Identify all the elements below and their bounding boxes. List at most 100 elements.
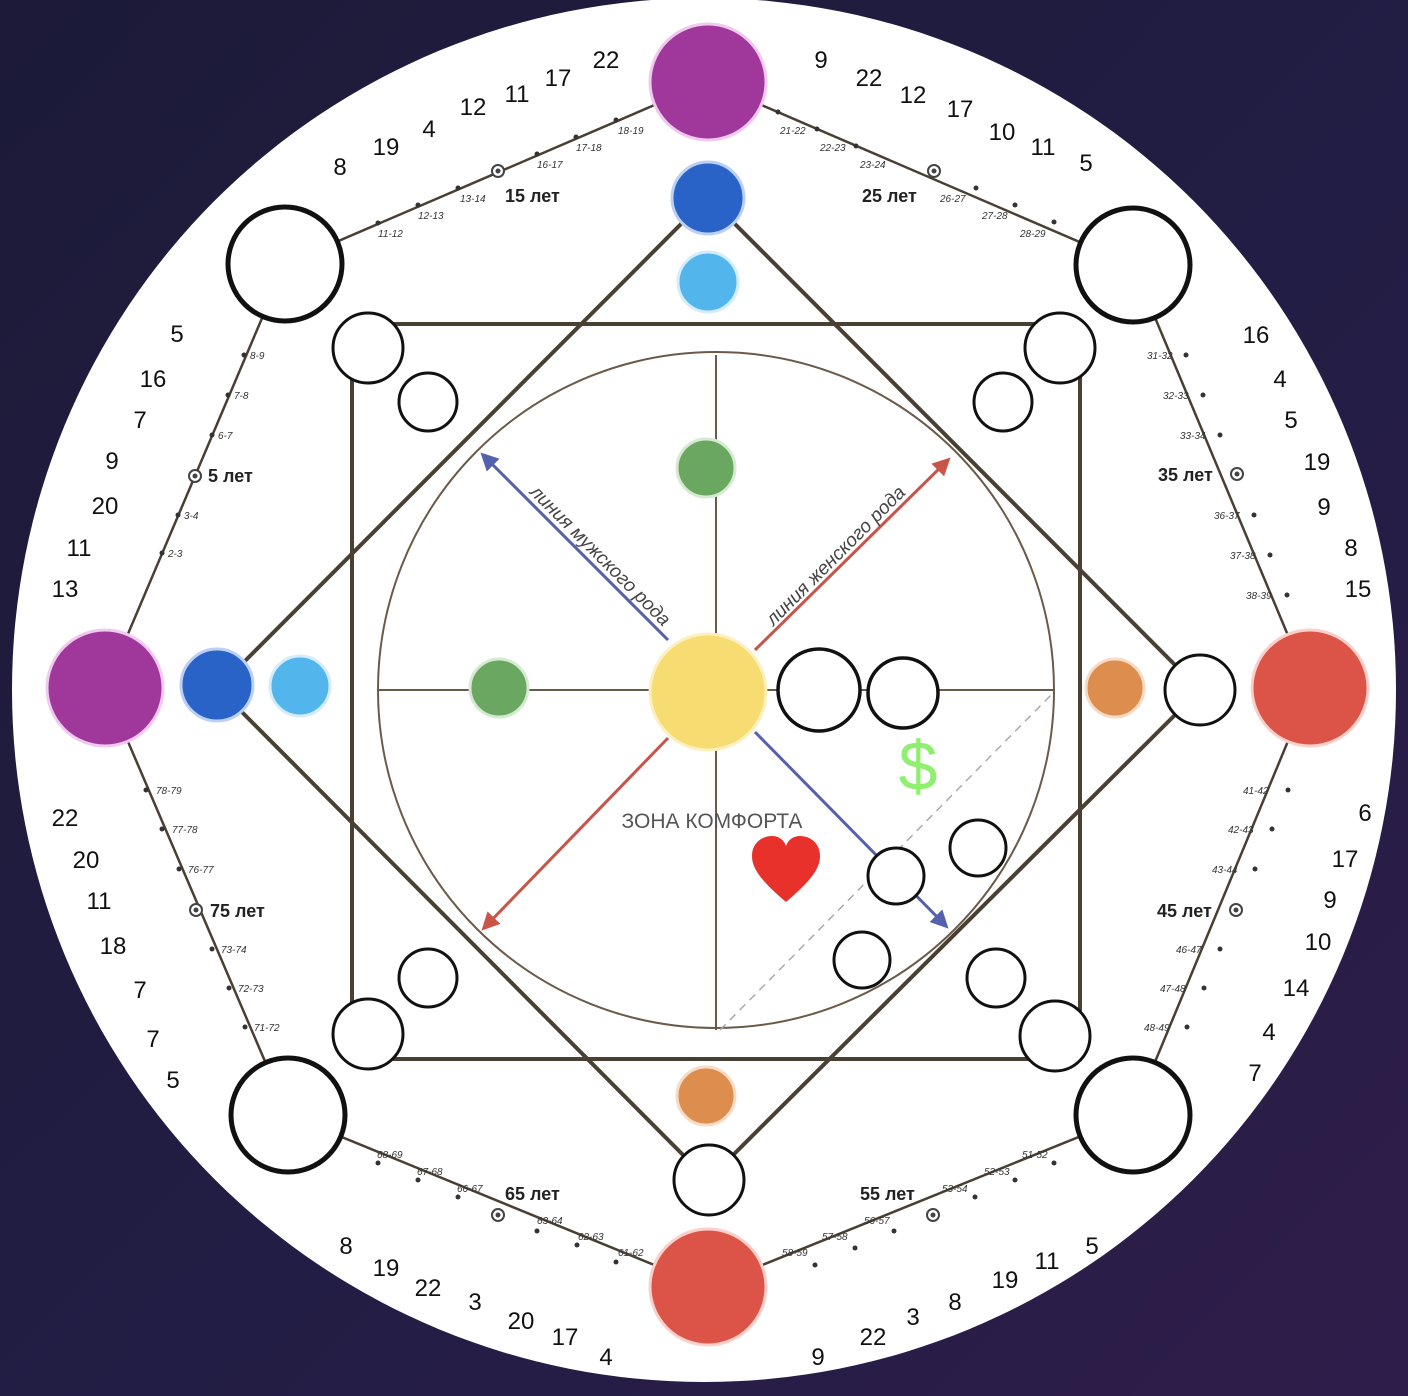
tick-label: 8-9 (250, 351, 265, 362)
right-diamond-point[interactable] (1163, 653, 1237, 727)
corner-point-br[interactable] (1073, 1055, 1193, 1175)
age-label-5: 5 лет (208, 466, 253, 486)
tick-label: 57-58 (822, 1232, 848, 1243)
outer-number: 19 (1304, 449, 1331, 476)
male-line-arrow (480, 452, 670, 642)
money-line-point-1[interactable] (866, 846, 926, 906)
tick-label: 22-23 (819, 143, 846, 154)
left-green-point[interactable] (468, 657, 530, 719)
top-green-point[interactable] (675, 437, 737, 499)
square-point-tr-outer[interactable] (1023, 311, 1097, 385)
tick-label: 43-44 (1212, 865, 1238, 876)
tick-label: 76-77 (188, 865, 214, 876)
tick-dot (1201, 985, 1207, 991)
right-axis-point-1[interactable] (776, 647, 862, 733)
corner-point-bl[interactable] (228, 1055, 348, 1175)
square-point-br-outer[interactable] (1018, 999, 1092, 1073)
tick-dot (159, 826, 165, 832)
top-lightblue-point[interactable] (676, 250, 740, 314)
outer-number: 8 (333, 154, 346, 181)
outer-number: 9 (814, 47, 827, 74)
tick-label: 71-72 (254, 1023, 280, 1034)
outer-number: 14 (1283, 975, 1310, 1002)
age-dot (495, 168, 501, 174)
tick-dot (613, 1259, 619, 1265)
age-label-65: 65 лет (505, 1184, 560, 1204)
outer-number: 8 (1344, 535, 1357, 562)
square-point-tl-outer[interactable] (331, 311, 405, 385)
square-point-bl-inner[interactable] (397, 947, 459, 1009)
bottom-red-point[interactable] (648, 1227, 768, 1347)
tick-dot (814, 126, 820, 132)
tick-dot (242, 1024, 248, 1030)
tick-dot (1285, 787, 1291, 793)
square-point-tl-inner[interactable] (397, 371, 459, 433)
age-dot (931, 168, 937, 174)
tick-label: 63-64 (537, 1216, 563, 1227)
left-blue-point[interactable] (179, 647, 255, 723)
left-purple-point[interactable] (45, 628, 165, 748)
square-frame (350, 322, 1082, 1061)
tick-dot (534, 1228, 540, 1234)
tick-dot (613, 117, 619, 123)
outer-number: 3 (906, 1304, 919, 1331)
tick-label: 41-42 (1243, 786, 1269, 797)
tick-dot (1184, 1024, 1190, 1030)
outer-number: 16 (1243, 322, 1270, 349)
outer-number: 15 (1345, 576, 1372, 603)
tick-label: 61-62 (618, 1248, 644, 1259)
tick-label: 77-78 (172, 825, 198, 836)
comfort-zone-label: ЗОНА КОМФОРТА (622, 810, 803, 833)
top-purple-point[interactable] (648, 22, 768, 142)
tick-label: 62-63 (578, 1232, 604, 1243)
dollar-icon: $ (899, 727, 938, 805)
outer-number: 18 (100, 933, 127, 960)
corner-point-tr[interactable] (1073, 205, 1193, 325)
outer-number: 5 (170, 321, 183, 348)
right-orange-point[interactable] (1084, 657, 1146, 719)
right-axis-point-2[interactable] (866, 656, 940, 730)
outer-number: 16 (140, 366, 167, 393)
bottom-orange-point[interactable] (675, 1065, 737, 1127)
outer-number: 5 (1085, 1233, 1098, 1260)
tick-label: 46-47 (1176, 945, 1202, 956)
outer-number: 11 (67, 535, 92, 562)
outer-number: 7 (1248, 1060, 1261, 1087)
money-line-point-3[interactable] (832, 930, 892, 990)
tick-dot (574, 1242, 580, 1248)
tick-dot (209, 432, 215, 438)
tick-label: 78-79 (156, 786, 182, 797)
outer-number: 4 (599, 1344, 612, 1371)
bottom-diamond-point[interactable] (672, 1143, 746, 1217)
corner-point-tl[interactable] (225, 204, 345, 324)
tick-dot (455, 185, 461, 191)
outer-number: 7 (133, 977, 146, 1004)
top-blue-point[interactable] (670, 160, 746, 236)
outer-number: 5 (1284, 407, 1297, 434)
heart-icon (752, 836, 820, 902)
money-line-point-2[interactable] (948, 818, 1008, 878)
tick-label: 58-59 (782, 1248, 808, 1259)
outer-number: 17 (552, 1324, 579, 1351)
tick-dot (812, 1262, 818, 1268)
tick-dot (375, 1160, 381, 1166)
tick-label: 16-17 (537, 160, 563, 171)
energy-points (45, 22, 1370, 1347)
tick-label: 28-29 (1019, 229, 1046, 240)
square-point-tr-inner[interactable] (972, 371, 1034, 433)
tick-dot (1200, 392, 1206, 398)
left-lightblue-point[interactable] (268, 654, 332, 718)
square-point-bl-outer[interactable] (331, 997, 405, 1071)
square-point-br-inner[interactable] (965, 947, 1027, 1009)
tick-dot (143, 787, 149, 793)
outer-number: 10 (989, 119, 1016, 146)
tick-label: 2-3 (167, 549, 183, 560)
age-dot (930, 1212, 936, 1218)
tick-dot (1251, 512, 1257, 518)
right-red-point[interactable] (1250, 628, 1370, 748)
center-yellow-point[interactable] (648, 632, 768, 752)
outer-number: 9 (1317, 494, 1330, 521)
tick-dot (226, 985, 232, 991)
tick-dot (1183, 352, 1189, 358)
